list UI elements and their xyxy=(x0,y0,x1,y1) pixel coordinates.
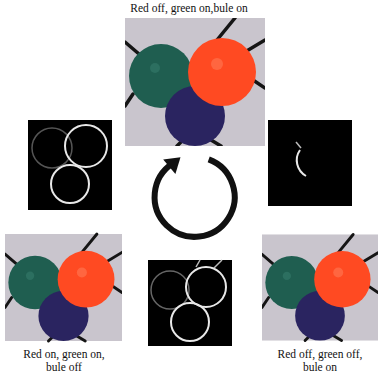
panel-caption: Red off, green on,bule on xyxy=(0,2,378,15)
photo xyxy=(262,234,378,340)
cycle-arrow xyxy=(155,157,235,237)
photo xyxy=(125,18,265,146)
edge-image xyxy=(268,120,352,206)
edge-image xyxy=(148,260,232,346)
state-caption: Red on, green on, bule off xyxy=(18,348,110,374)
edge-image xyxy=(28,120,112,210)
photo xyxy=(5,234,122,341)
state-caption: Red off, green off, bule on xyxy=(270,348,370,374)
